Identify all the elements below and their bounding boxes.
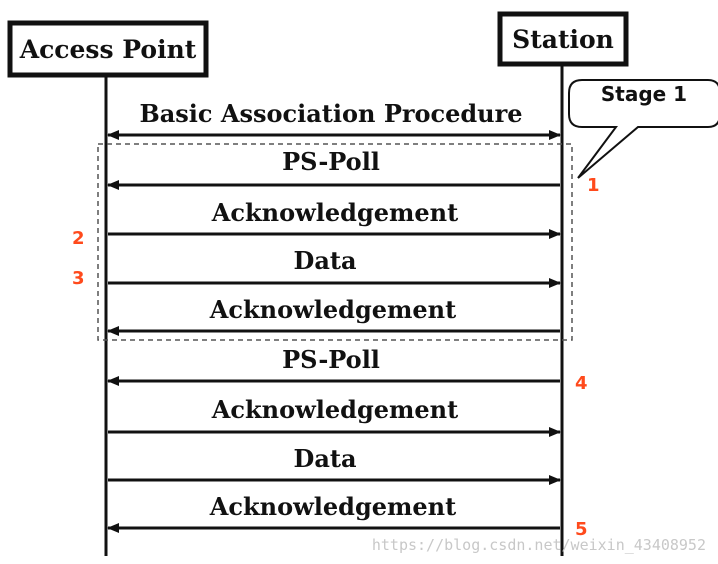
message-label: Basic Association Procedure <box>139 99 522 128</box>
message-6: Acknowledgement <box>108 395 561 437</box>
message-3: Data <box>108 246 561 288</box>
marker-1: 1 <box>587 175 600 196</box>
message-0: Basic Association Procedure <box>107 99 561 140</box>
access-point-label: Access Point <box>19 35 197 64</box>
message-label: Data <box>294 246 357 275</box>
message-7: Data <box>108 444 561 485</box>
message-label: PS-Poll <box>282 147 380 176</box>
callout-bubble <box>568 79 718 179</box>
marker-4: 4 <box>575 373 588 394</box>
access-point-box: Access Point <box>7 20 209 78</box>
stage-1-group-box <box>97 143 573 341</box>
message-label: Data <box>294 444 357 473</box>
marker-3: 3 <box>72 268 85 289</box>
message-1: PS-Poll <box>107 147 560 190</box>
marker-2: 2 <box>72 228 85 249</box>
message-label: Acknowledgement <box>209 492 456 521</box>
message-5: PS-Poll <box>107 345 560 386</box>
message-8: Acknowledgement <box>107 492 560 533</box>
message-label: Acknowledgement <box>211 395 458 424</box>
stage-1-callout: Stage 1 <box>568 79 718 179</box>
message-label: PS-Poll <box>282 345 380 374</box>
station-label: Station <box>512 25 614 54</box>
message-label: Acknowledgement <box>209 295 456 324</box>
message-2: Acknowledgement <box>108 198 561 239</box>
message-label: Acknowledgement <box>211 198 458 227</box>
message-4: Acknowledgement <box>107 295 560 336</box>
watermark-text: https://blog.csdn.net/weixin_43408952 <box>372 536 706 554</box>
callout-label: Stage 1 <box>601 82 687 106</box>
station-box: Station <box>497 11 629 67</box>
marker-5: 5 <box>575 519 588 540</box>
